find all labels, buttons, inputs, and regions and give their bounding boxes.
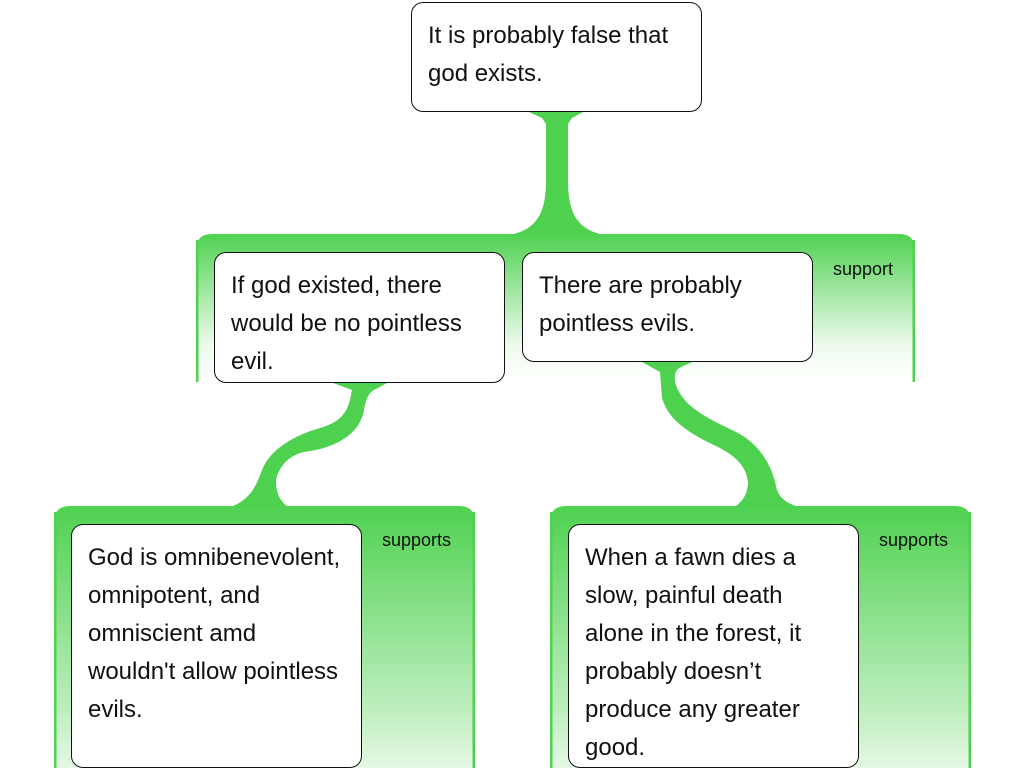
claim-premise-1-support[interactable]: God is omnibenevolent, omnipotent, and o… bbox=[71, 524, 362, 768]
claim-premise-2-support[interactable]: When a fawn dies a slow, painful death a… bbox=[568, 524, 859, 768]
relation-label-premise-1-support: supports bbox=[382, 530, 452, 550]
claim-premise-1[interactable]: If god existed, there would be no pointl… bbox=[214, 252, 505, 383]
claim-premise-2[interactable]: There are probably pointless evils. bbox=[522, 252, 813, 362]
support-stem-premise-2 bbox=[642, 362, 796, 506]
support-stem-premise-1 bbox=[233, 383, 387, 506]
support-region-premise-1-right-edge bbox=[472, 512, 475, 768]
relation-label-premise-2-support: supports bbox=[879, 530, 949, 550]
support-region-premise-2-left-edge bbox=[550, 512, 553, 768]
support-region-root-right-edge bbox=[912, 240, 915, 382]
support-stem-root bbox=[514, 112, 600, 234]
relation-label-root-support: support bbox=[833, 259, 894, 279]
support-region-premise-1-left-edge bbox=[54, 512, 57, 768]
support-region-root-left-edge bbox=[196, 240, 199, 382]
support-region-premise-2-right-edge bbox=[968, 512, 971, 768]
claim-root[interactable]: It is probably false that god exists. bbox=[411, 2, 702, 112]
